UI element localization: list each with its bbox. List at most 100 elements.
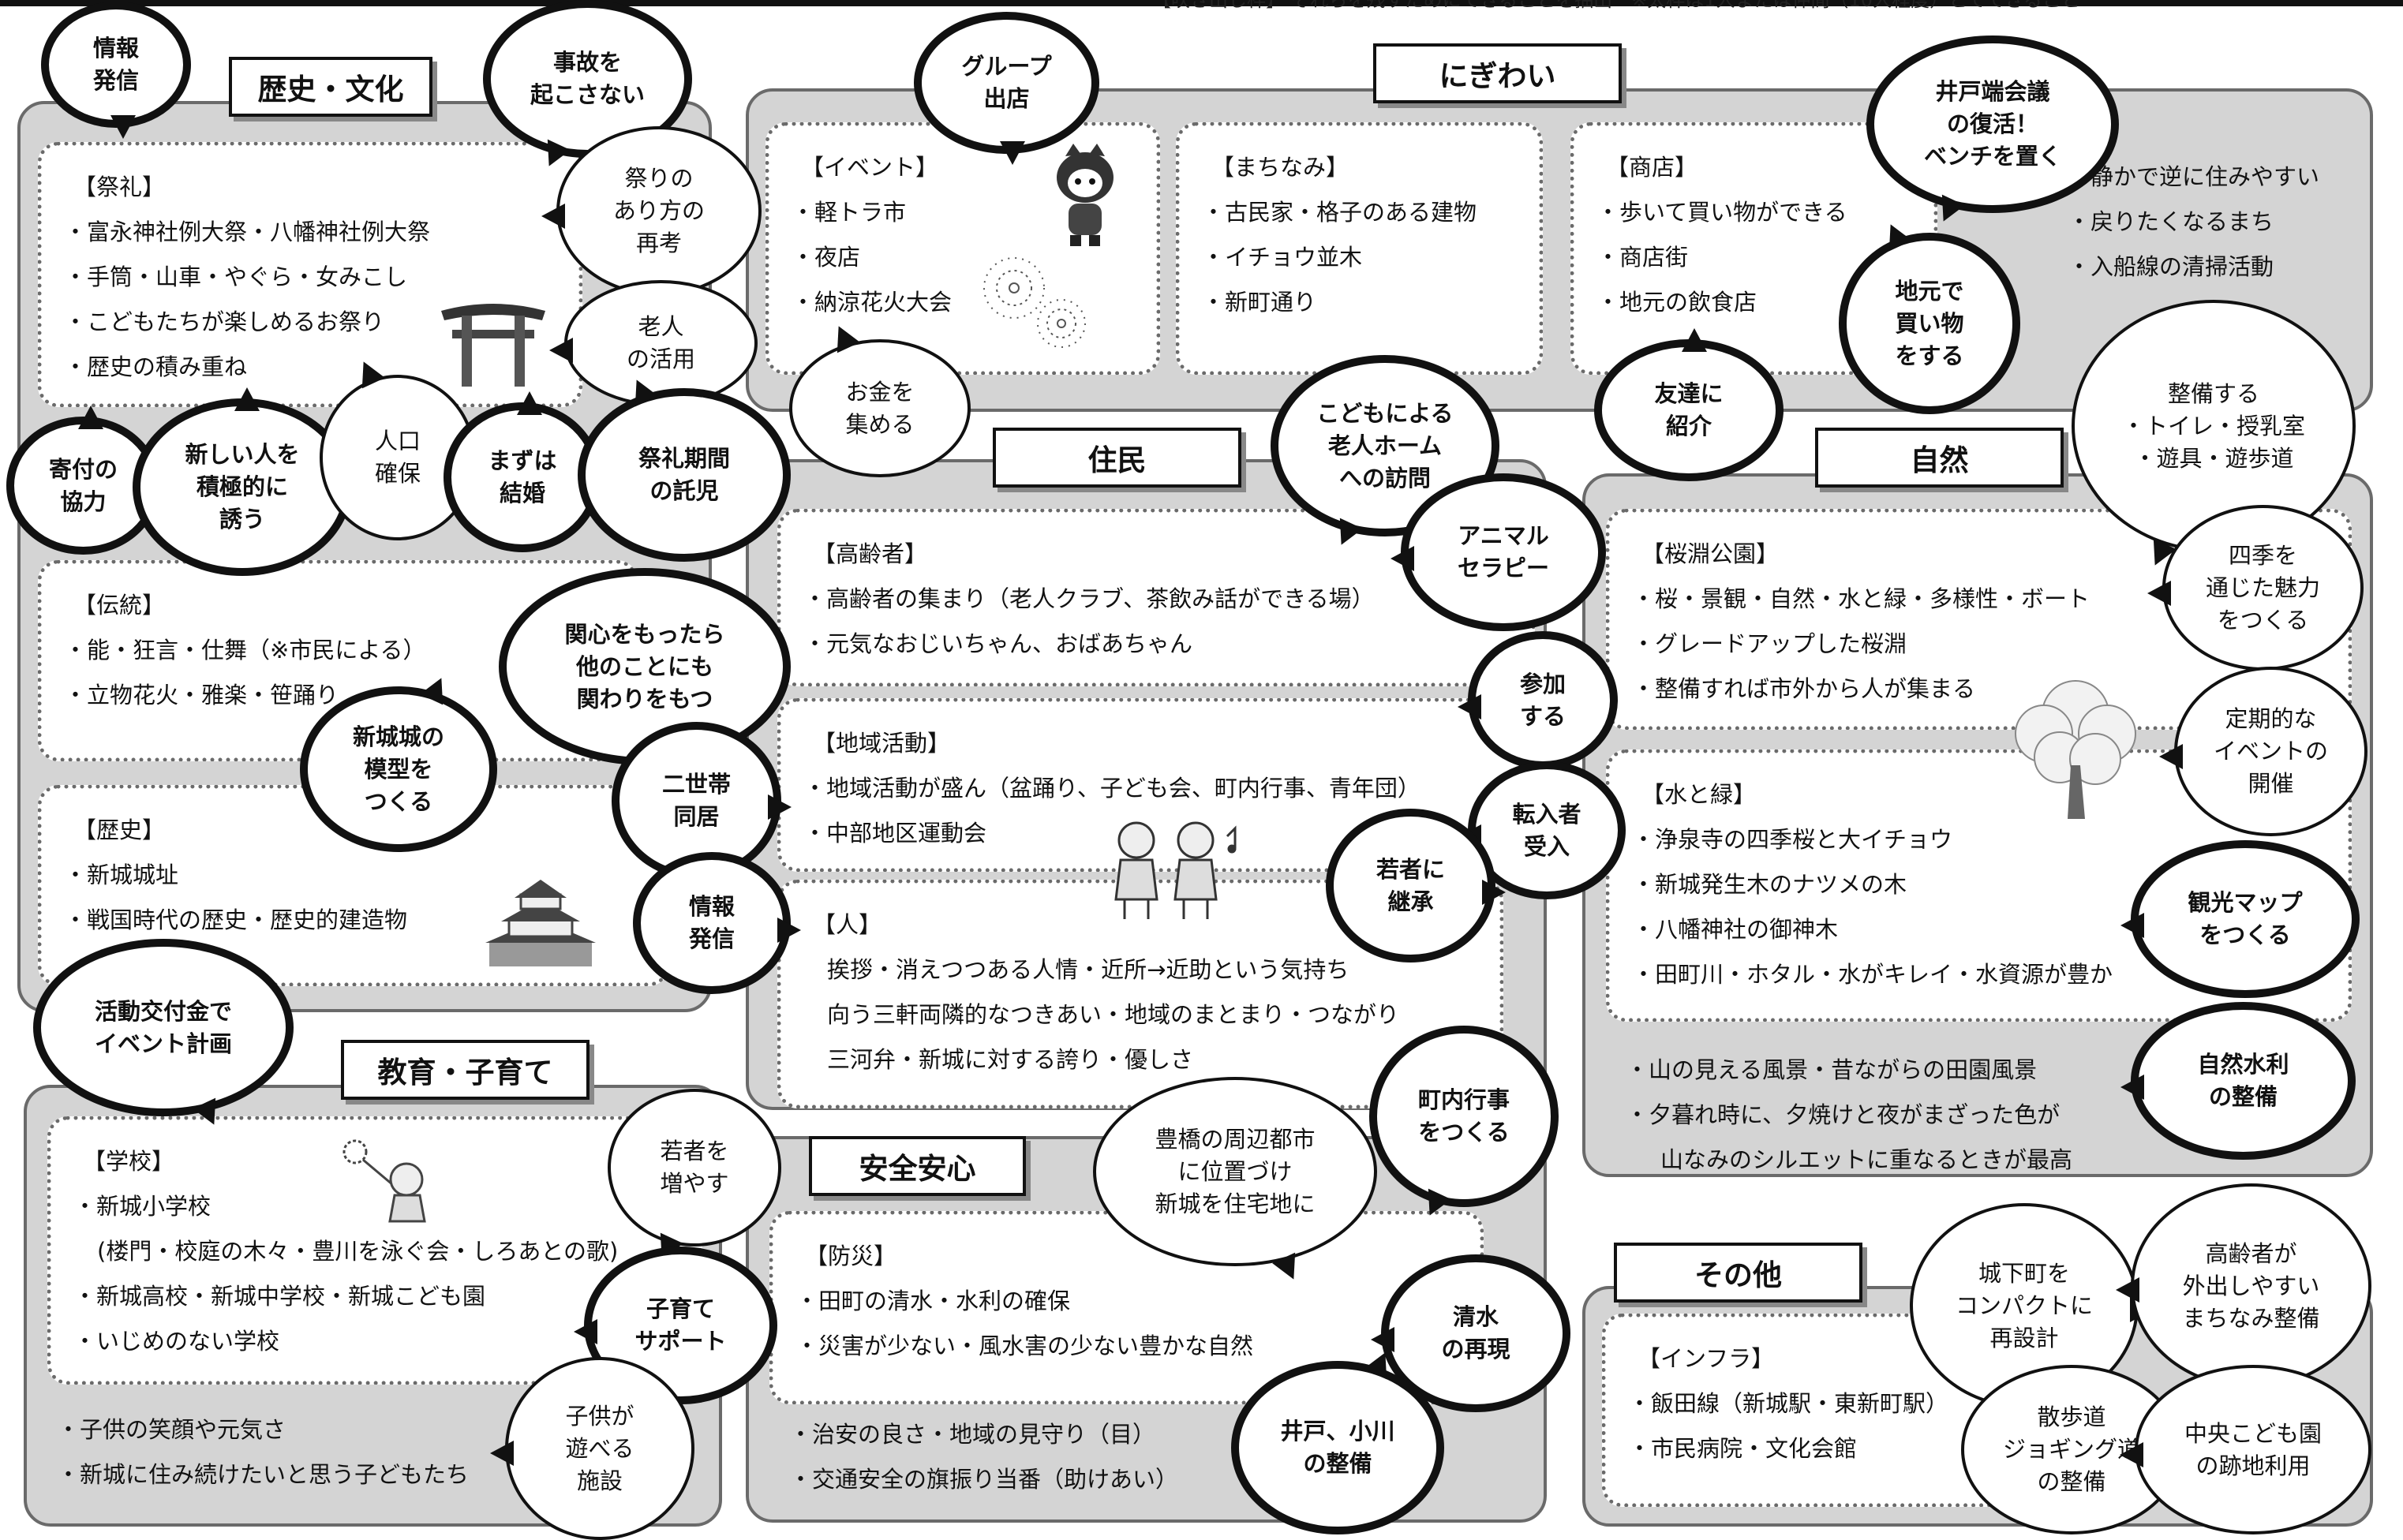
bubble-childcare-support: 子育て サポート bbox=[584, 1247, 777, 1404]
list-item: 挨拶・消えつつある人情・近所→近助という気持ち bbox=[827, 956, 1349, 983]
festival-box: 【祭礼】 富永神社例大祭・八幡神社例大祭 手筒・山車・やぐら・女みこし こどもた… bbox=[38, 142, 582, 407]
event-heading: 【イベント】 bbox=[801, 154, 939, 181]
disaster-heading: 【防災】 bbox=[805, 1243, 897, 1269]
list-item: 災害が少ない・風水害の少ない豊かな自然 bbox=[805, 1324, 1462, 1369]
bubble-accept-newcomers: 転入者 受入 bbox=[1468, 761, 1626, 899]
list-item: 新城城址 bbox=[73, 853, 648, 898]
bubble-get-involved: 関心をもったら 他のことにも 関わりをもつ bbox=[499, 568, 791, 765]
bubble-regular-events: 定期的な イベントの 開催 bbox=[2174, 667, 2367, 836]
bubble-wells-streams: 井戸、小川 の整備 bbox=[1231, 1361, 1444, 1534]
list-item: 市民病院・文化会館 bbox=[1638, 1426, 2038, 1471]
bubble-castle-model: 新城城の 模型を つくる bbox=[300, 686, 497, 852]
bubble-info-sharing-2: 情報 発信 bbox=[633, 852, 791, 994]
list-item: 治安の良さ・地域の見守り（目） bbox=[789, 1412, 1178, 1457]
list-item: 手筒・山車・やぐら・女みこし bbox=[73, 255, 561, 300]
list-item: 新城小学校 bbox=[83, 1184, 681, 1229]
elderly-box: 【高齢者】 高齢者の集まり（老人クラブ、茶飲み話ができる場） 元気なおじいちゃん… bbox=[777, 509, 1535, 686]
list-item: 軽トラ市 bbox=[801, 190, 1139, 235]
people-box: 【人】 挨拶・消えつつある人情・近所→近助という気持ち 向う三軒両隣的なつきあい… bbox=[777, 880, 1503, 1108]
list-item: イチョウ並木 bbox=[1211, 235, 1522, 280]
fireworks-icon bbox=[983, 257, 1086, 348]
history-heading: 【歴史】 bbox=[73, 817, 166, 843]
school-box: 【学校】 新城小学校 (楼門・校庭の木々・豊川を泳ぐ会・しろあとの歌) 新城高校… bbox=[47, 1116, 702, 1385]
mascot-icon bbox=[1057, 144, 1114, 246]
list-item: 歩いて買い物ができる bbox=[1606, 190, 1916, 235]
list-item: 戦国時代の歴史・歴史的建造物 bbox=[73, 898, 648, 943]
community-heading: 【地域活動】 bbox=[813, 730, 951, 757]
shops-heading: 【商店】 bbox=[1606, 154, 1698, 181]
cherry-tree-icon bbox=[2015, 680, 2136, 819]
list-item: 八幡神社の御神木 bbox=[1641, 907, 2330, 952]
community-activity-box: 【地域活動】 地域活動が盛ん（盆踊り、子ども会、町内行事、青年団） 中部地区運動… bbox=[777, 698, 1535, 872]
list-item: こどもたちが楽しめるお祭り bbox=[73, 300, 561, 345]
list-item: 夕暮れ時に、夕焼けと夜がまざった色が bbox=[1626, 1093, 2072, 1138]
list-item: 向う三軒両隣的なつきあい・地域のまとまり・つながり bbox=[827, 1001, 1400, 1028]
list-item: グレードアップした桜淵 bbox=[1641, 622, 2330, 667]
residents-title: 住民 bbox=[993, 428, 1241, 488]
nigiwai-free-list: 静かで逆に住みやすい 戻りたくなるまち 入船線の清掃活動 bbox=[2068, 155, 2319, 290]
education-free-list: 子供の笑顔や元気さ 新城に住み続けたいと思う子どもたち bbox=[57, 1407, 469, 1497]
list-item: 田町川・ホタル・水がキレイ・水資源が豊か bbox=[1641, 952, 2330, 997]
list-item: 新町通り bbox=[1211, 280, 1522, 325]
elderly-heading: 【高齢者】 bbox=[813, 540, 928, 567]
infra-heading: 【インフラ】 bbox=[1638, 1345, 1775, 1372]
list-item: 歴史の積み重ね bbox=[73, 345, 561, 390]
bubble-residential-plan: 豊橋の周辺都市 に位置づけ 新城を住宅地に bbox=[1093, 1077, 1377, 1266]
list-item: 納涼花火大会 bbox=[801, 280, 1139, 325]
list-item: 交通安全の旗振り当番（助けあい） bbox=[789, 1457, 1178, 1502]
water-heading: 【水と緑】 bbox=[1641, 781, 1757, 808]
bubble-spring-restore: 清水 の再現 bbox=[1381, 1254, 1570, 1412]
park-heading: 【桜淵公園】 bbox=[1641, 540, 1780, 567]
list-item: いじめのない学校 bbox=[83, 1319, 681, 1364]
list-item: (楼門・校庭の木々・豊川を泳ぐ会・しろあとの歌) bbox=[97, 1238, 619, 1265]
list-item: 富永神社例大祭・八幡神社例大祭 bbox=[73, 210, 561, 255]
list-item: 能・狂言・仕舞（※市民による） bbox=[73, 628, 616, 673]
list-item: 飯田線（新城駅・東新町駅） bbox=[1638, 1381, 2038, 1426]
history-culture-title: 歴史・文化 bbox=[229, 57, 432, 117]
safety-free-list: 治安の良さ・地域の見守り（目） 交通安全の旗振り当番（助けあい） bbox=[789, 1412, 1178, 1502]
torii-gate-icon bbox=[441, 304, 545, 387]
bubble-group-stall: グループ 出店 bbox=[914, 12, 1099, 165]
tradition-heading: 【伝統】 bbox=[73, 592, 166, 619]
bubble-play-facilities: 子供が 遊べる 施設 bbox=[505, 1357, 694, 1540]
shops-box: 【商店】 歩いて買い物ができる 商店街 地元の飲食店 bbox=[1570, 122, 1937, 375]
header-note: 【吹き出し枠】 それらを残すためにできることを抽出 ※太枠は1人または仲間（10… bbox=[1152, 0, 2080, 11]
list-item: 元気なおじいちゃん、おばあちゃん bbox=[813, 622, 1514, 667]
bubble-kindergarten-site: 中央こども園 の跡地利用 bbox=[2135, 1365, 2371, 1534]
other-title: その他 bbox=[1614, 1243, 1862, 1303]
list-item: 古民家・格子のある建物 bbox=[1211, 190, 1522, 235]
nature-title: 自然 bbox=[1815, 428, 2064, 488]
list-item: 中部地区運動会 bbox=[813, 811, 1514, 856]
list-item: 新城高校・新城中学校・新城こども園 bbox=[83, 1274, 681, 1319]
list-item: 地域活動が盛ん（盆踊り、子ども会、町内行事、青年団） bbox=[813, 766, 1514, 811]
bubble-info-sharing-1: 情報 発信 bbox=[41, 2, 191, 139]
disaster-box: 【防災】 田町の清水・水利の確保 災害が少ない・風水害の少ない豊かな自然 bbox=[769, 1211, 1484, 1404]
list-item: 山なみのシルエットに重なるときが最高 bbox=[1660, 1146, 2073, 1173]
bubble-childcare-festival: 祭礼期間 の託児 bbox=[578, 388, 791, 562]
bubble-use-elderly: 老人 の活用 bbox=[564, 280, 758, 406]
list-item: 高齢者の集まり（老人クラブ、茶飲み話ができる場） bbox=[813, 577, 1514, 622]
list-item: 地元の飲食店 bbox=[1606, 280, 1916, 325]
list-item: 山の見える風景・昔ながらの田園風景 bbox=[1626, 1048, 2072, 1093]
children-icon bbox=[1114, 821, 1237, 919]
castle-icon bbox=[485, 880, 596, 966]
townscape-heading: 【まちなみ】 bbox=[1211, 154, 1349, 181]
nigiwai-title: にぎわい bbox=[1373, 43, 1622, 103]
bubble-buy-local: 地元で 買い物 をする bbox=[1839, 233, 2020, 414]
list-item: 浄泉寺の四季桜と大イチョウ bbox=[1641, 817, 2330, 862]
list-item: 新城発生木のナツメの木 bbox=[1641, 862, 2330, 907]
nature-free-list: 山の見える風景・昔ながらの田園風景 夕暮れ時に、夕焼けと夜がまざった色が 山なみ… bbox=[1626, 1048, 2072, 1183]
list-item: 田町の清水・水利の確保 bbox=[805, 1279, 1462, 1324]
people-heading: 【人】 bbox=[813, 911, 882, 938]
bubble-raise-money: お金を 集める bbox=[789, 339, 971, 477]
bubble-seasonal-appeal: 四季を 通じた魅力 をつくる bbox=[2162, 505, 2364, 671]
bubble-rethink-festival: 祭りの あり方の 再考 bbox=[556, 126, 762, 296]
bubble-tell-friends: 友達に 紹介 bbox=[1594, 339, 1784, 481]
list-item: 整備すれば市外から人が集まる bbox=[1641, 667, 2330, 712]
list-item: 桜・景観・自然・水と緑・多様性・ボート bbox=[1641, 577, 2330, 622]
list-item: 入船線の清掃活動 bbox=[2068, 245, 2319, 290]
bubble-nursing-home-visit: こどもによる 老人ホーム への訪問 bbox=[1271, 355, 1499, 536]
bubble-participate: 参加 する bbox=[1468, 631, 1618, 769]
list-item: 静かで逆に住みやすい bbox=[2068, 155, 2319, 200]
bubble-elderly-friendly-streets: 高齢者が 外出しやすい まちなみ整備 bbox=[2131, 1183, 2371, 1389]
